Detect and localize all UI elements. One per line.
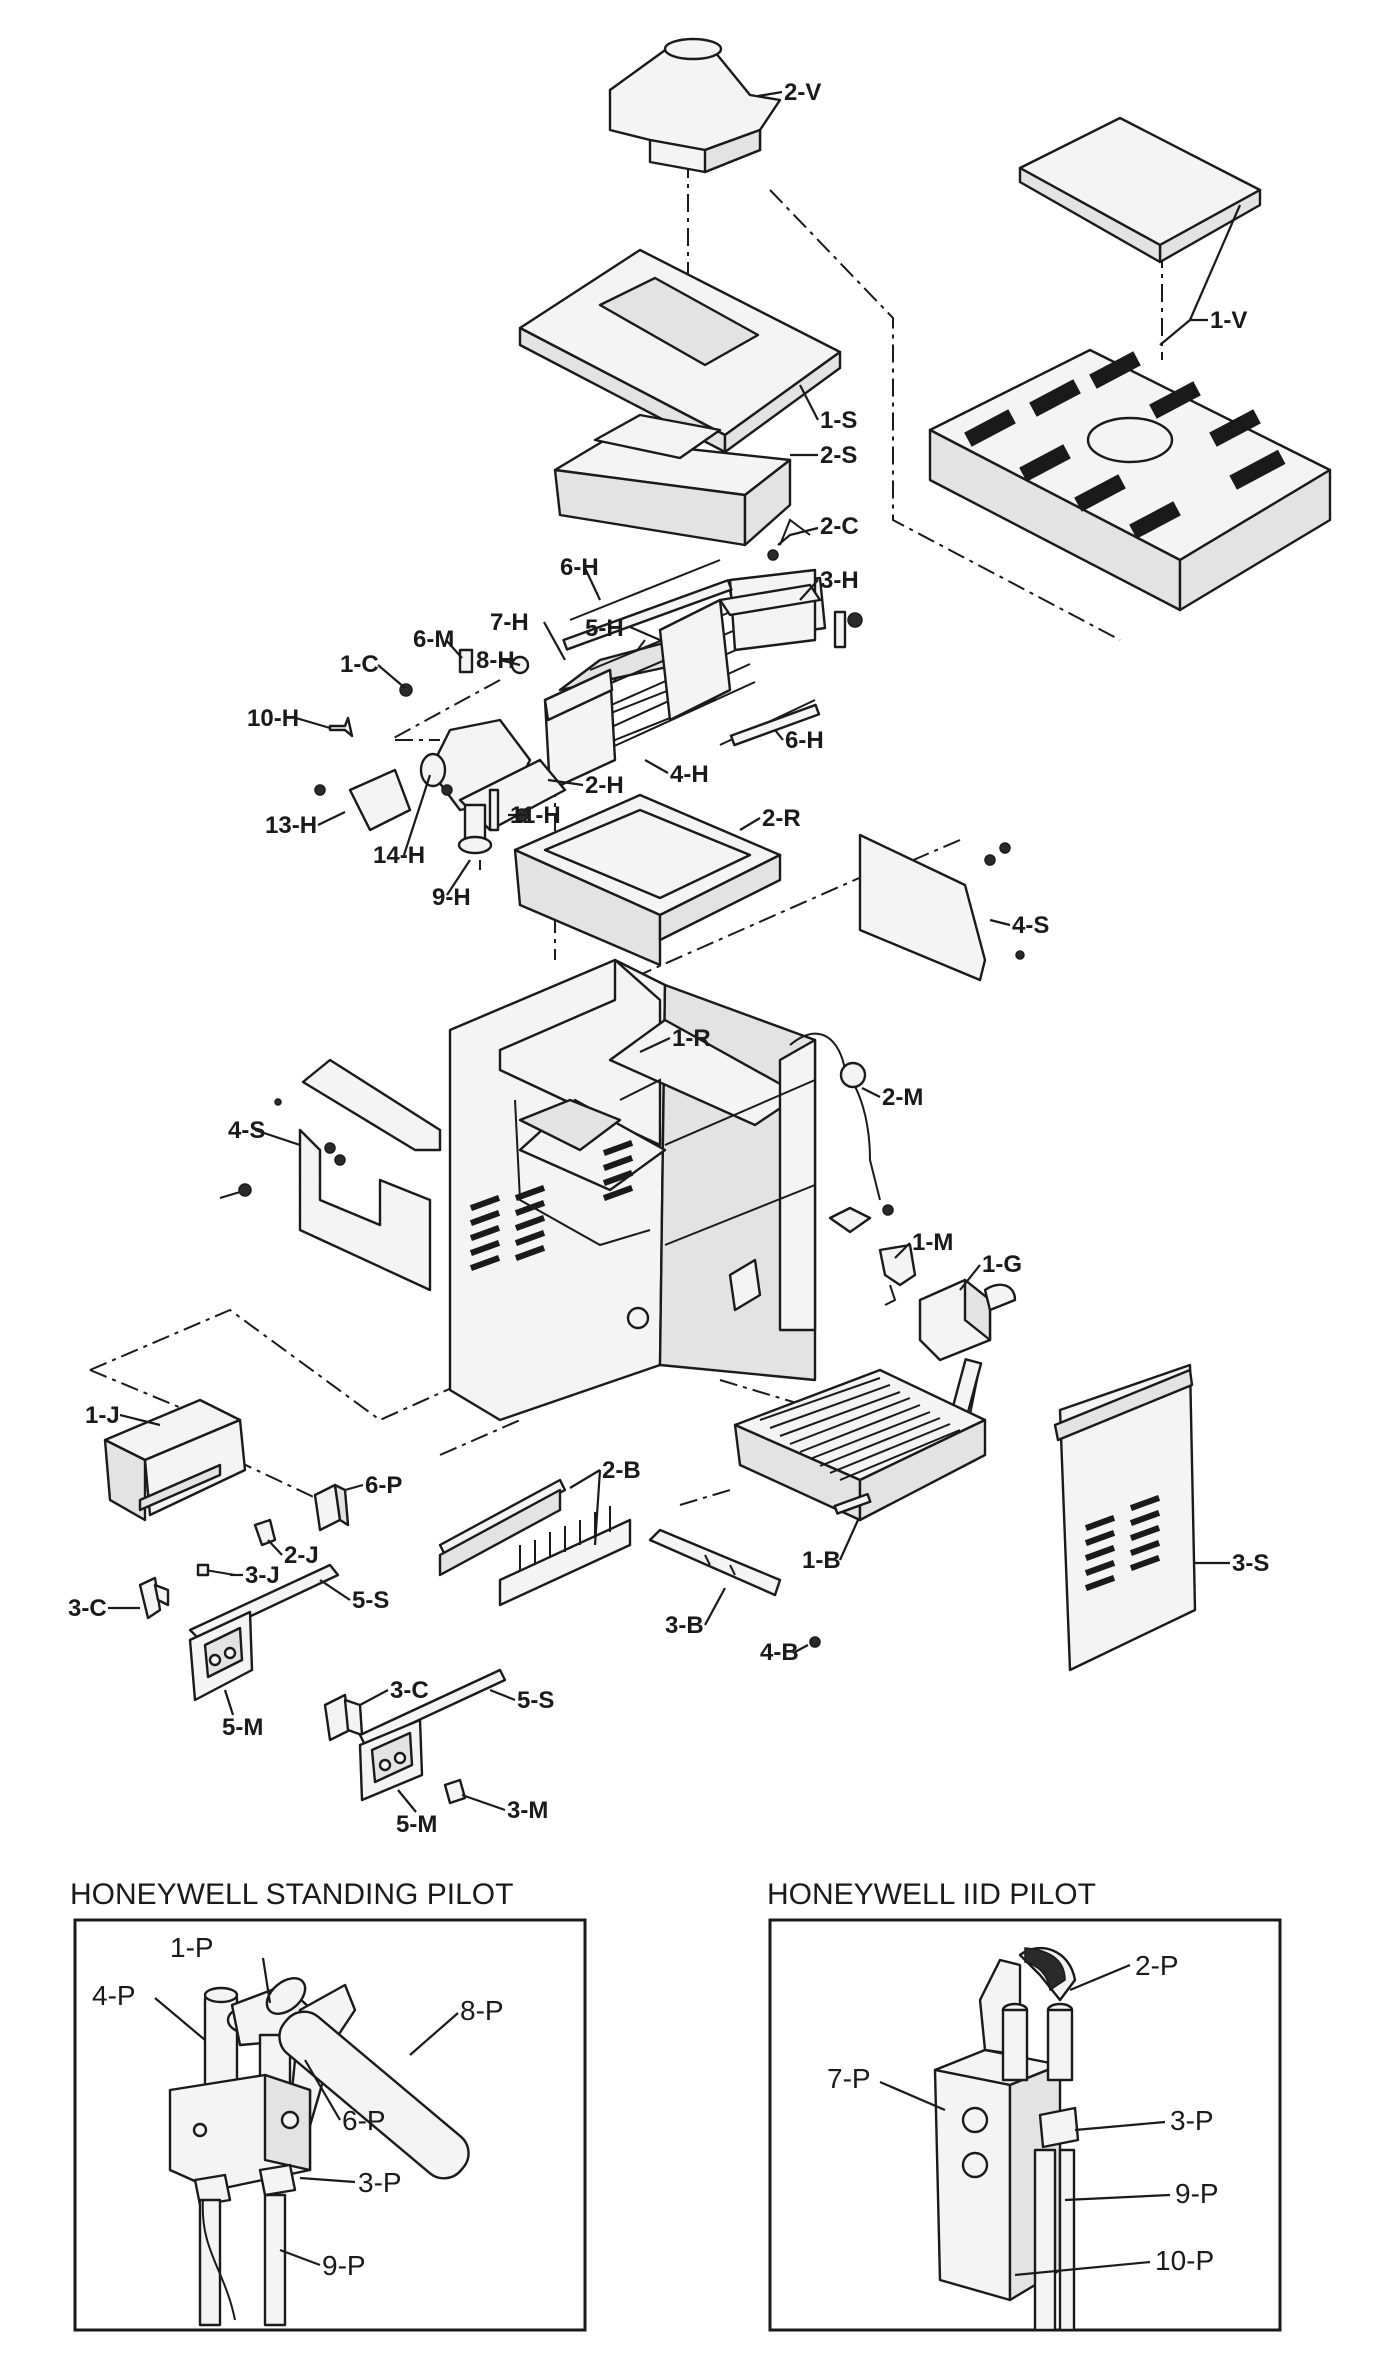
label-3-c-left: 3-C [68,1595,107,1622]
label-3-p-standing: 3-P [358,2167,402,2198]
label-7-h: 7-H [490,609,529,636]
label-6-h-bottom: 6-H [785,727,824,754]
label-2-h: 2-H [585,772,624,799]
label-1-p: 1-P [170,1932,214,1963]
label-3-c-right: 3-C [390,1677,429,1704]
label-1-r: 1-R [672,1025,711,1052]
label-3-s: 3-S [1232,1550,1269,1577]
label-3-m: 3-M [507,1797,548,1824]
iid-pilot-title: HONEYWELL IID PILOT [767,1878,1096,1911]
front-access-panel-part [1053,1363,1197,1672]
label-4-s-right: 4-S [1012,912,1049,939]
label-2-j: 2-J [284,1542,319,1569]
label-5-m-right: 5-M [396,1811,437,1838]
label-5-s-left: 5-S [352,1587,389,1614]
standing-pilot-section: HONEYWELL STANDING PILOT 1-P 4-P 8-P 6-P… [70,1878,587,2332]
burner-manifold-part [438,1478,632,1607]
label-6-p: 6-P [365,1472,402,1499]
label-2-p: 2-P [1135,1950,1179,1981]
label-1-g: 1-G [982,1251,1022,1278]
left-side-panel-part [219,1058,442,1292]
label-5-s-right: 5-S [517,1687,554,1714]
right-side-panel-part [858,833,1025,982]
label-5-m-left: 5-M [222,1714,263,1741]
label-10-p: 10-P [1155,2245,1214,2276]
junction-box-part [103,1398,247,1522]
label-9-p-standing: 9-P [322,2250,366,2281]
label-6-h-top: 6-H [560,554,599,581]
label-9-p-iid: 9-P [1175,2178,1219,2209]
label-4-b: 4-B [760,1639,799,1666]
gas-valve-part [789,1032,1017,1442]
label-5-h: 5-H [585,615,624,642]
standing-pilot-frame [73,1918,587,2332]
label-1-c: 1-C [340,651,379,678]
combustion-chamber-part [513,793,782,967]
label-2-v: 2-V [784,79,821,106]
label-3-p-iid: 3-P [1170,2105,1214,2136]
standing-pilot-title: HONEYWELL STANDING PILOT [70,1878,513,1911]
vent-cap-part [928,116,1332,612]
label-7-p: 7-P [827,2063,871,2094]
label-3-b: 3-B [665,1612,704,1639]
label-4-h: 4-H [670,761,709,788]
label-8-h: 8-H [476,647,515,674]
heat-exchanger-part [314,518,863,870]
iid-pilot-section: HONEYWELL IID PILOT 2-P 7-P 3-P 9-P 10-P [767,1878,1282,2332]
label-4-p: 4-P [92,1980,136,2011]
label-11-h: 11-H [510,802,561,829]
label-14-h: 14-H [373,842,425,869]
label-1-m: 1-M [912,1229,953,1256]
burner-bracket-part [648,1528,821,1648]
label-1-b: 1-B [802,1547,841,1574]
label-3-h: 3-H [820,567,859,594]
label-10-h: 10-H [247,705,299,732]
part-labels: 2-V 1-V 1-S 2-S 2-C 6-H 3-H 7-H 5-H 6-M … [68,79,1269,1838]
leader-lines [108,90,1242,1813]
label-8-p: 8-P [460,1995,504,2026]
label-9-h: 9-H [432,884,471,911]
burner-tray-part [733,1368,987,1522]
label-2-c: 2-C [820,513,859,540]
label-1-v: 1-V [1210,307,1247,334]
label-6-p-pilot: 6-P [342,2105,386,2136]
label-2-r: 2-R [762,805,801,832]
label-4-s-left: 4-S [228,1117,265,1144]
control-components-part [138,1483,507,1805]
label-2-s: 2-S [820,442,857,469]
label-2-b: 2-B [602,1457,641,1484]
label-6-m: 6-M [413,626,454,653]
draft-hood-part [608,37,782,174]
label-13-h: 13-H [265,812,317,839]
label-1-s: 1-S [820,407,857,434]
label-1-j: 1-J [85,1402,120,1429]
flue-collector-part [553,413,792,547]
label-2-m: 2-M [882,1084,923,1111]
label-3-j: 3-J [245,1562,280,1589]
main-cabinet-part [448,958,817,1422]
